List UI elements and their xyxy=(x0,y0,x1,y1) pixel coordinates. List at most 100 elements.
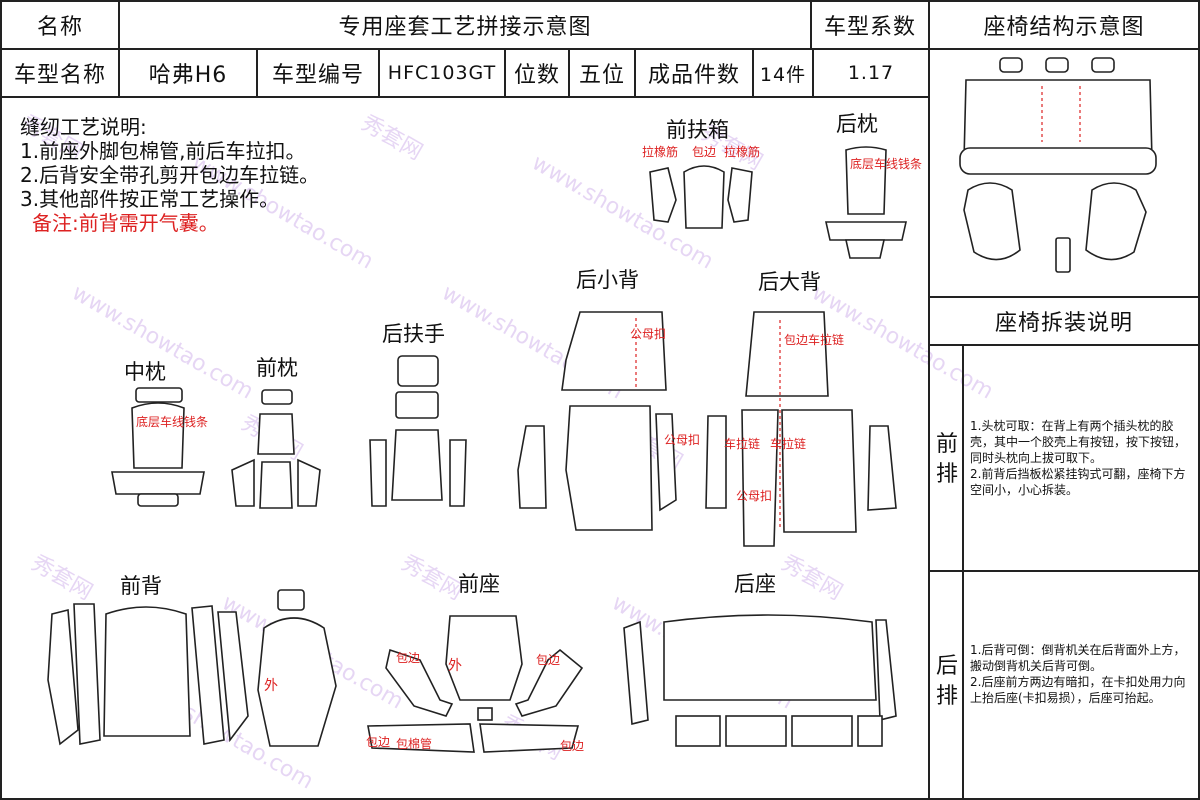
rear-armrest-mid xyxy=(395,391,439,419)
coef-value: 1.17 xyxy=(847,62,895,84)
grid-line xyxy=(812,48,814,96)
rear-armrest-top xyxy=(397,355,439,387)
grid-line xyxy=(0,0,1200,2)
name-label: 名称 xyxy=(36,15,83,40)
notes-remark: 备注:前背需开气囊。 xyxy=(32,211,219,235)
front-pillow-center xyxy=(259,461,293,509)
annotation-outside: 外 xyxy=(448,658,462,674)
rear-small-back-lower xyxy=(565,405,653,531)
rear-row-text: 1.后背可倒：倒背机关在后背面外上方，搬动倒背机关后背可倒。 2.后座前方两边有… xyxy=(970,643,1186,705)
rear-small-back-upper xyxy=(561,311,667,391)
structure-headrest xyxy=(999,57,1023,73)
rear-seat-left-side xyxy=(623,620,649,726)
rear-big-back-left xyxy=(705,415,727,509)
page-title: 专用座套工艺拼接示意图 xyxy=(338,15,592,40)
front-armrest-right xyxy=(727,167,753,223)
model-no: HFC103GT xyxy=(387,62,497,84)
grid-line xyxy=(928,0,930,800)
annotation-pillow-note: 底层车线钱条 xyxy=(850,156,922,171)
label-rear-small-back: 后小背 xyxy=(576,268,639,292)
front-pillow-right xyxy=(297,458,321,507)
seats: 五位 xyxy=(578,63,625,88)
front-pillow-top xyxy=(261,389,293,405)
grid-line xyxy=(962,344,964,800)
pieces-label: 成品件数 xyxy=(647,63,740,88)
label-front-seat: 前座 xyxy=(458,572,500,596)
rear-pillow-base xyxy=(825,221,907,241)
label-rear-big-back: 后大背 xyxy=(758,270,821,294)
label-rear-pillow: 后枕 xyxy=(836,112,878,136)
model-name: 哈弗H6 xyxy=(148,63,228,88)
grid-line xyxy=(118,0,120,96)
annotation-zipper: 车拉链 xyxy=(724,436,760,451)
model-name-label: 车型名称 xyxy=(13,63,106,88)
grid-line xyxy=(504,48,506,96)
note-item: 1.前座外脚包棉管,前后车拉扣。 xyxy=(20,139,306,163)
middle-pillow-top xyxy=(135,387,183,403)
annotation-binding: 包边 xyxy=(692,145,716,159)
grid-line xyxy=(256,48,258,96)
note-item: 2.后背安全带孔剪开包边车拉链。 xyxy=(20,163,320,187)
label-front-pillow: 前枕 xyxy=(256,356,298,380)
front-back-right-side xyxy=(191,605,225,745)
grid-line xyxy=(1198,0,1200,800)
front-armrest-center xyxy=(683,165,725,229)
grid-line xyxy=(634,48,636,96)
middle-pillow-foot xyxy=(137,493,179,507)
notes-title: 缝纫工艺说明: xyxy=(20,115,147,139)
rear-seat-right-side xyxy=(875,619,897,722)
annotation-binding-zipper: 包边车拉链 xyxy=(784,332,844,347)
front-back-left-strip xyxy=(47,608,79,746)
front-pillow-left xyxy=(231,458,255,507)
grid-line xyxy=(0,48,930,50)
structure-rear-cushion xyxy=(959,147,1157,175)
rear-big-back-lower-left xyxy=(741,409,779,547)
front-back-outer xyxy=(257,617,337,747)
rear-seat-strip-1 xyxy=(675,715,721,747)
sewing-notes: 缝纫工艺说明: 1.前座外脚包棉管,前后车拉扣。 2.后背安全带孔剪开包边车拉链… xyxy=(20,115,319,235)
rear-armrest-left xyxy=(369,439,387,507)
front-seat-right-arc xyxy=(514,648,584,717)
annotation-elastic: 拉橡筋 xyxy=(642,144,678,159)
annotation-buckle: 公母扣 xyxy=(664,433,700,447)
disassembly-title: 座椅拆装说明 xyxy=(994,311,1133,336)
front-seat-pipe-left xyxy=(367,723,475,753)
rear-pillow-body xyxy=(845,146,887,215)
front-back-right-strip xyxy=(217,611,249,743)
annotation-binding: 包边 xyxy=(366,735,390,749)
grid-line xyxy=(930,344,1200,346)
structure-headrest xyxy=(1045,57,1069,73)
grid-line xyxy=(0,0,2,800)
rear-armrest-right xyxy=(449,439,467,507)
label-rear-armrest: 后扶手 xyxy=(382,322,445,346)
model-no-label: 车型编号 xyxy=(271,63,364,88)
rear-big-back-upper xyxy=(745,311,829,397)
grid-line xyxy=(930,48,1200,50)
front-back-left-side xyxy=(73,603,101,745)
front-seat-center xyxy=(445,615,523,701)
annotation-binding: 包边 xyxy=(396,651,420,665)
front-back-center xyxy=(103,606,191,737)
rear-small-back-left xyxy=(517,425,547,509)
front-seat-left-arc xyxy=(385,648,454,717)
middle-pillow-base xyxy=(111,471,205,495)
front-row-text: 1.头枕可取：在背上有两个插头枕的胶壳，其中一个胶壳上有按钮，按下按钮，同时头枕… xyxy=(970,419,1187,497)
grid-line xyxy=(930,296,1200,298)
structure-front-seat-right xyxy=(1085,182,1147,261)
front-pillow-face xyxy=(257,413,295,455)
structure-armrest xyxy=(1055,237,1071,273)
structure-headrest xyxy=(1091,57,1115,73)
grid-line xyxy=(930,570,1200,572)
front-back-top-piece xyxy=(277,589,305,611)
front-row-label: 前排 xyxy=(935,432,958,487)
rear-small-back-right xyxy=(655,413,677,512)
rear-row-label: 后排 xyxy=(935,654,958,709)
grid-line xyxy=(810,0,812,48)
note-item: 3.其他部件按正常工艺操作。 xyxy=(20,187,280,211)
rear-armrest-body xyxy=(391,429,443,501)
annotation-buckle: 公母扣 xyxy=(630,327,666,341)
annotation-binding: 包边 xyxy=(560,739,584,753)
label-front-back: 前背 xyxy=(120,574,162,598)
annotation-binding: 包边 xyxy=(536,653,560,667)
